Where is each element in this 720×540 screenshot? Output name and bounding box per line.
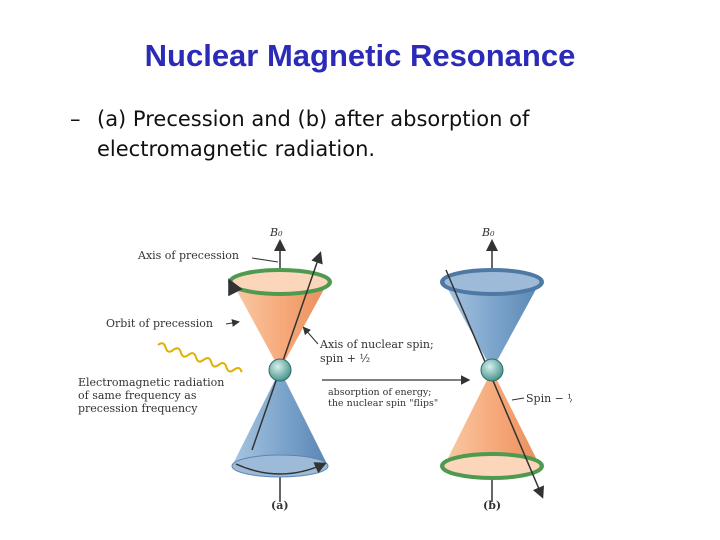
leader-spin-minus <box>512 398 524 400</box>
bullet-item: – (a) Precession and (b) after absorptio… <box>70 104 630 164</box>
label-orbit-of-precession: Orbit of precession <box>106 317 213 330</box>
panel-b <box>322 242 542 502</box>
label-spin-minus: Spin − ½ <box>526 392 572 405</box>
nucleus-a <box>269 359 291 381</box>
label-b0-left: B₀ <box>269 226 283 239</box>
label-b0-right: B₀ <box>481 226 495 239</box>
leader-orbit <box>226 322 238 324</box>
panel-a <box>157 242 330 502</box>
label-absorption-1: absorption of energy; <box>328 387 431 398</box>
slide-title: Nuclear Magnetic Resonance <box>0 38 720 74</box>
label-axis-nuclear-spin: Axis of nuclear spin; <box>319 338 434 351</box>
label-absorption-2: the nuclear spin "flips" <box>328 398 438 409</box>
leader-axis-precession <box>252 258 278 262</box>
lower-cone-b <box>444 370 540 466</box>
label-panel-a: (a) <box>271 499 289 512</box>
bullet-dash: – <box>70 104 81 134</box>
label-em-radiation-1: Electromagnetic radiation <box>78 376 224 389</box>
bullet-text: (a) Precession and (b) after absorption … <box>70 104 630 164</box>
em-wave <box>157 342 243 375</box>
nucleus-b <box>481 359 503 381</box>
leader-spin-axis <box>304 328 318 344</box>
label-axis-of-precession: Axis of precession <box>137 249 239 262</box>
lower-cone-a <box>232 370 328 466</box>
nmr-precession-figure: B₀ B₀ Axis of precession Orbit of preces… <box>72 210 572 530</box>
label-em-radiation-2: of same frequency as <box>78 389 197 402</box>
label-panel-b: (b) <box>483 499 501 512</box>
label-em-radiation-3: precession frequency <box>78 402 198 415</box>
label-spin-plus: spin + ½ <box>320 352 370 365</box>
